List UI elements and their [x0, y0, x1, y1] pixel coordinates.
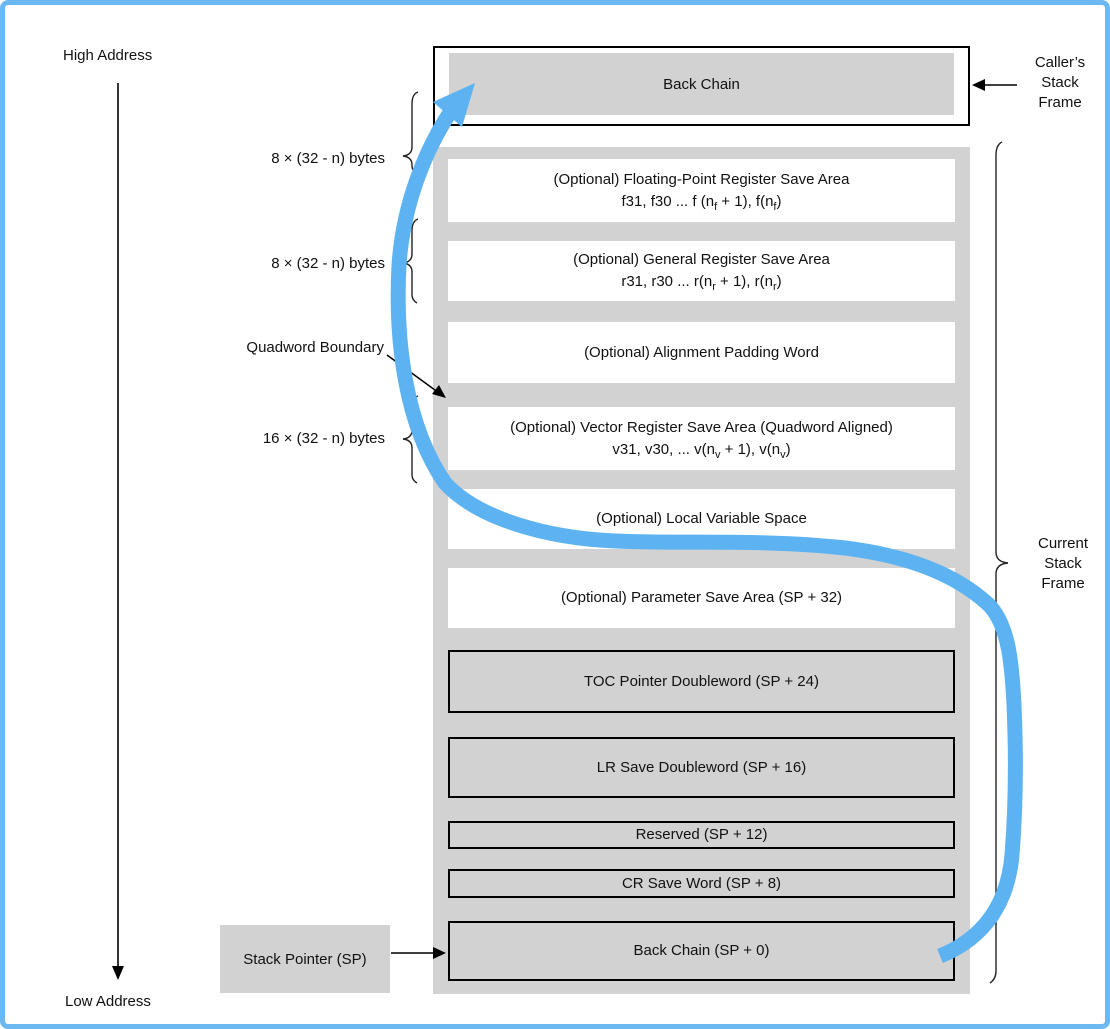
cell-back-chain-sp0: Back Chain (SP + 0): [448, 921, 955, 981]
cell-fp-title: (Optional) Floating-Point Register Save …: [553, 170, 850, 188]
cell-fp-save-area: (Optional) Floating-Point Register Save …: [448, 159, 955, 222]
cell-vector-save-area: (Optional) Vector Register Save Area (Qu…: [448, 407, 955, 470]
caller-back-chain-fill: Back Chain: [449, 53, 954, 115]
stack-pointer-label: Stack Pointer (SP): [243, 950, 367, 968]
cell-cr-save: CR Save Word (SP + 8): [448, 869, 955, 898]
gr-size-label: 8 × (32 - n) bytes: [271, 255, 385, 272]
vector-size-brace-icon: [402, 395, 419, 484]
caller-back-chain-box: Back Chain: [433, 46, 970, 126]
current-stack-frame-brace-icon: [989, 141, 1009, 984]
cell-lr-save: LR Save Doubleword (SP + 16): [448, 737, 955, 798]
cell-vector-title: (Optional) Vector Register Save Area (Qu…: [510, 418, 893, 436]
quadword-boundary-label: Quadword Boundary: [246, 339, 384, 356]
gr-size-brace-icon: [402, 218, 419, 304]
cell-vector-detail: v31, v30, ... v(nv + 1), v(nv): [612, 440, 791, 461]
cell-lr-title: LR Save Doubleword (SP + 16): [596, 758, 807, 776]
stack-pointer-box: Stack Pointer (SP): [220, 925, 390, 993]
cell-toc-title: TOC Pointer Doubleword (SP + 24): [584, 672, 819, 690]
cell-alignment-padding: (Optional) Alignment Padding Word: [448, 322, 955, 383]
caller-back-chain-label: Back Chain: [663, 75, 740, 93]
cell-alignment-title: (Optional) Alignment Padding Word: [584, 343, 819, 361]
fp-size-label: 8 × (32 - n) bytes: [271, 150, 385, 167]
fp-size-brace-icon: [402, 91, 419, 174]
cell-local-variable-space: (Optional) Local Variable Space: [448, 489, 955, 549]
cell-reserved-title: Reserved (SP + 12): [635, 826, 768, 843]
cell-local-title: (Optional) Local Variable Space: [596, 510, 807, 527]
callers-frame-arrow-icon: [972, 79, 1017, 91]
callers-stack-frame-label: Caller’s Stack Frame: [1034, 54, 1086, 111]
vector-size-label: 16 × (32 - n) bytes: [262, 430, 385, 447]
cell-param-title: (Optional) Parameter Save Area (SP + 32): [560, 589, 843, 606]
cell-reserved: Reserved (SP + 12): [448, 821, 955, 849]
high-address-label: High Address: [63, 47, 153, 64]
cell-gr-save-area: (Optional) General Register Save Area r3…: [448, 241, 955, 301]
cell-toc-pointer: TOC Pointer Doubleword (SP + 24): [448, 650, 955, 713]
cell-fp-detail: f31, f30 ... f (nf + 1), f(nf): [621, 192, 782, 213]
address-direction-arrow-icon: [112, 83, 124, 980]
cell-gr-title: (Optional) General Register Save Area: [573, 251, 830, 268]
cell-parameter-save-area: (Optional) Parameter Save Area (SP + 32): [448, 568, 955, 628]
low-address-label: Low Address: [65, 993, 151, 1010]
cell-gr-detail: r31, r30 ... r(nr + 1), r(nr): [621, 273, 782, 293]
current-stack-frame-label: Current Stack Frame: [1037, 535, 1089, 592]
cell-cr-title: CR Save Word (SP + 8): [621, 874, 782, 892]
cell-back-chain-title: Back Chain (SP + 0): [633, 942, 770, 959]
